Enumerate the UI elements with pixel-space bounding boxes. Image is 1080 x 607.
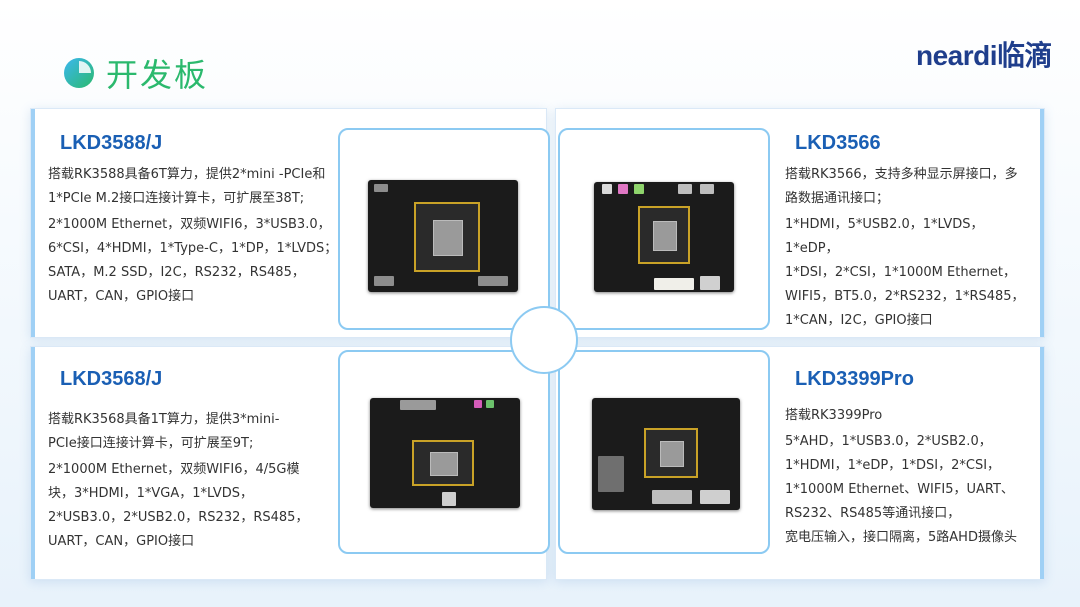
board-desc-lkd3566: 搭载RK3566，支持多种显示屏接口，多 路数据通讯接口； 1*HDMI，5*U… [785,163,1035,333]
desc-line: 1*DSI，2*CSI，1*1000M Ethernet， [785,265,1017,280]
io-port [374,276,394,286]
io-port [474,400,482,408]
io-port [442,492,456,506]
panel-accent-bar [31,109,35,337]
desc-line: 搭载RK3566，支持多种显示屏接口，多 [785,167,1018,182]
soc-chip [412,440,474,486]
desc-line: 6*CSI，4*HDMI，1*Type-C，1*DP，1*LVDS； [48,241,338,256]
panel-accent-bar [1040,347,1044,579]
io-port [700,490,730,504]
desc-line: 2*1000M Ethernet，双频WIFI6，3*USB3.0， [48,217,331,232]
panel-accent-bar [1040,109,1044,337]
io-port [598,456,624,492]
io-port [652,490,692,504]
io-port [478,276,508,286]
board-title-lkd3399pro: LKD3399Pro [795,368,914,390]
center-ring-decoration [510,306,578,374]
io-port [700,276,720,290]
io-port [486,400,494,408]
board-title-lkd3588: LKD3588/J [60,132,163,154]
soc-chip [644,428,698,478]
board-title-lkd3566: LKD3566 [795,132,881,154]
desc-line: 5*AHD，1*USB3.0，2*USB2.0， [785,434,992,449]
board-image-lkd3566 [594,182,734,292]
desc-line: 1*CAN，I2C，GPIO接口 [785,313,933,328]
desc-line: 1*1000M Ethernet、WIFI5，UART、 [785,482,1014,497]
desc-line: 搭载RK3568具备1T算力，提供3*mini- [48,412,280,427]
desc-line: 搭载RK3399Pro [785,408,883,423]
io-port [700,184,714,194]
io-port [374,184,388,192]
title-bullet-icon [62,56,96,90]
board-image-lkd3568 [370,398,520,508]
desc-line: 1*HDMI，1*eDP，1*DSI，2*CSI， [785,458,1001,473]
desc-line: 1*HDMI，5*USB2.0，1*LVDS，1*eDP， [785,217,984,256]
panel-accent-bar [31,347,35,579]
io-port [618,184,628,194]
io-port [654,278,694,290]
desc-line: UART，CAN，GPIO接口 [48,289,195,304]
desc-line: RS232、RS485等通讯接口， [785,506,961,521]
io-port [400,400,436,410]
desc-line: 宽电压输入，接口隔离，5路AHD摄像头 [785,530,1017,545]
soc-chip [638,206,690,264]
board-desc-lkd3588: 搭载RK3588具备6T算力，提供2*mini -PCIe和 1*PCIe M.… [48,163,343,309]
brand-logo: neardi临滴 [915,40,1053,71]
desc-line: PCIe接口连接计算卡，可扩展至9T; [48,436,254,451]
desc-line: 块，3*HDMI，1*VGA，1*LVDS， [48,486,253,501]
soc-chip [414,202,480,272]
io-port [678,184,692,194]
board-desc-lkd3568: 搭载RK3568具备1T算力，提供3*mini- PCIe接口连接计算卡，可扩展… [48,408,338,554]
page-title-group: 开发板 [62,52,208,94]
desc-line: 搭载RK3588具备6T算力，提供2*mini -PCIe和 [48,167,326,182]
desc-line: 路数据通讯接口； [785,191,890,206]
page-title: 开发板 [106,56,209,94]
desc-line: 2*1000M Ethernet，双频WIFI6，4/5G模 [48,462,300,477]
desc-line: UART，CAN，GPIO接口 [48,534,195,549]
desc-line: SATA，M.2 SSD，I2C，RS232，RS485， [48,265,305,280]
desc-line: WIFI5，BT5.0，2*RS232，1*RS485， [785,289,1025,304]
board-desc-lkd3399pro: 搭载RK3399Pro 5*AHD，1*USB3.0，2*USB2.0， 1*H… [785,404,1040,550]
desc-line: 2*USB3.0，2*USB2.0，RS232，RS485， [48,510,309,525]
desc-line: 1*PCIe M.2接口连接计算卡，可扩展至38T; [48,191,305,206]
io-port [634,184,644,194]
board-image-lkd3588 [368,180,518,292]
board-title-lkd3568: LKD3568/J [60,368,163,390]
io-port [602,184,612,194]
board-image-lkd3399pro [592,398,740,510]
